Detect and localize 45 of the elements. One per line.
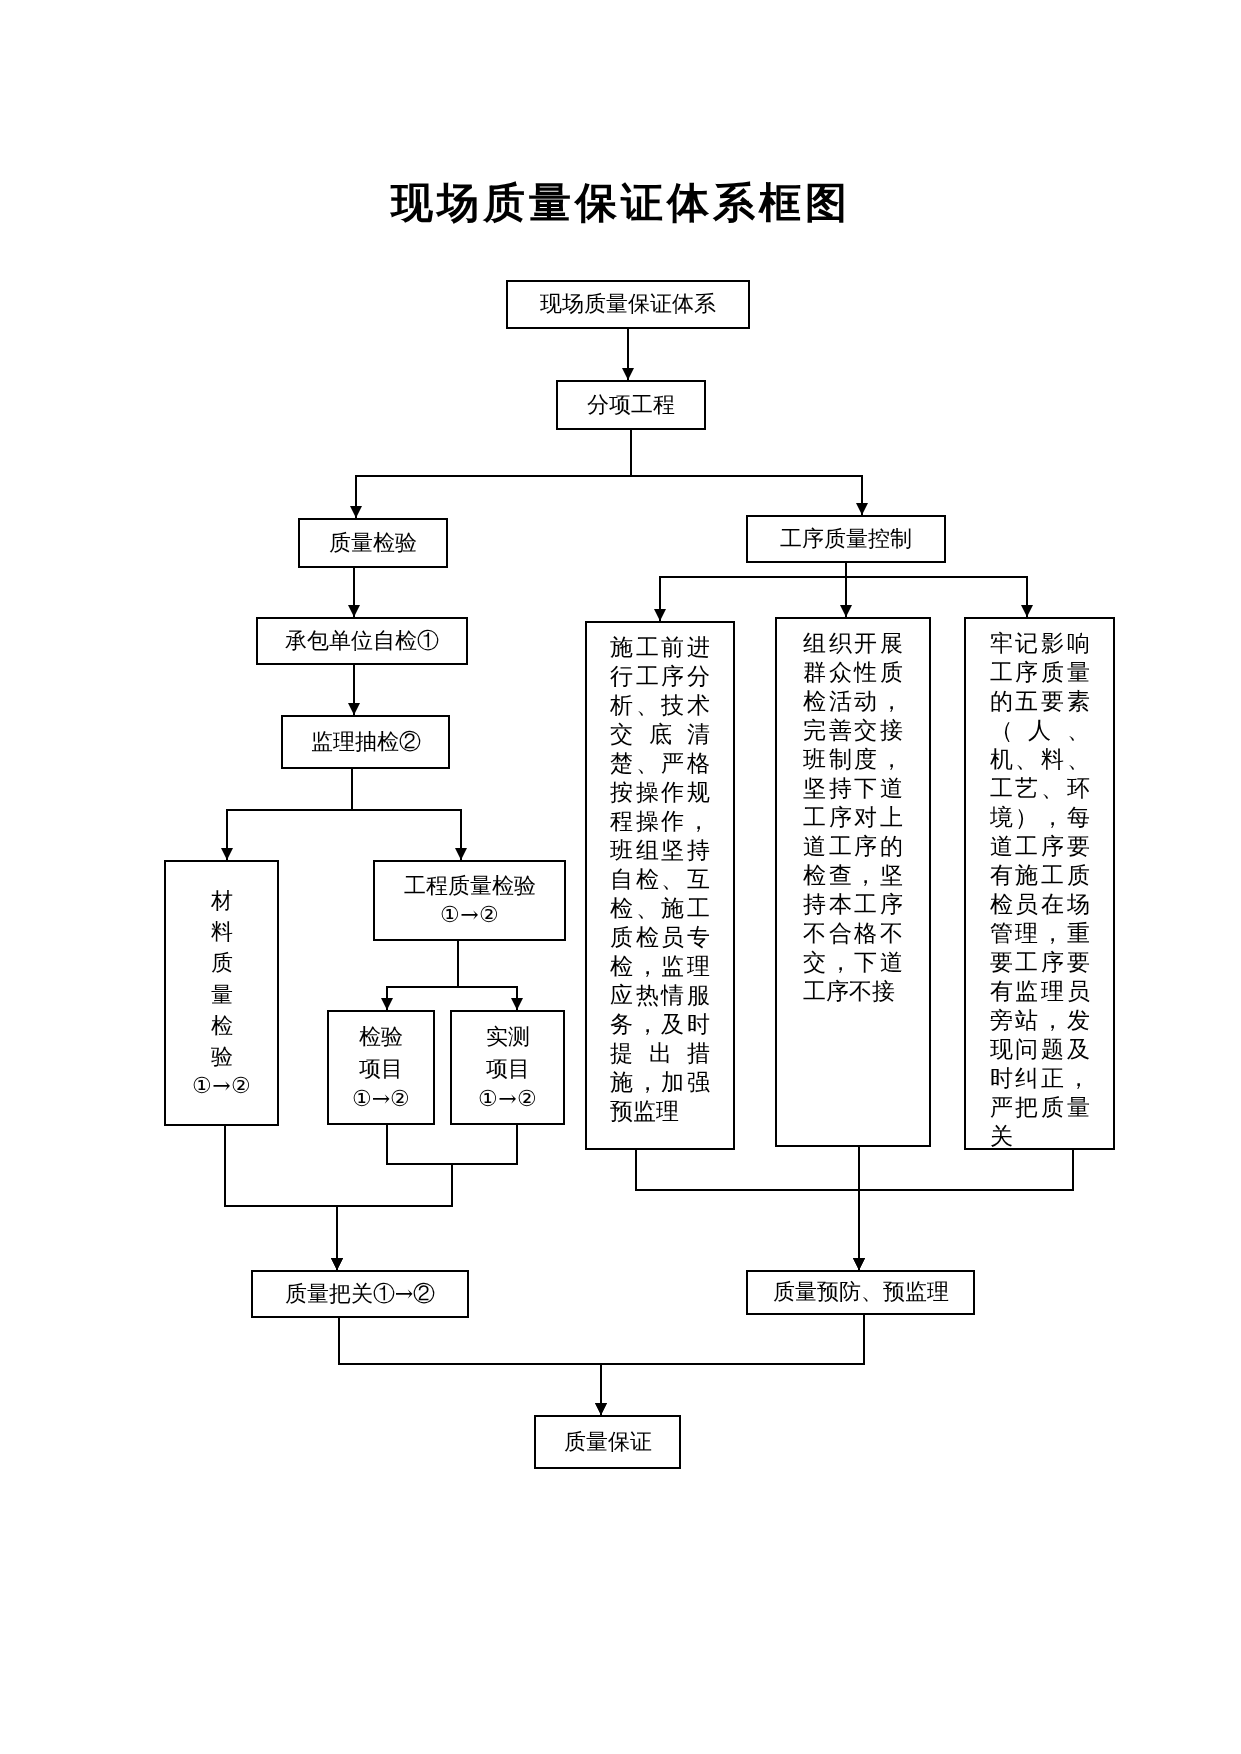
box-text: 质量检验 [329, 528, 417, 557]
box-text: ①→② [351, 1085, 411, 1114]
diagram-title: 现场质量保证体系框图 [390, 177, 851, 229]
arrow [853, 1149, 1074, 1271]
process-box [281, 715, 450, 769]
process-box [251, 1270, 469, 1318]
process-box [585, 621, 735, 1150]
box-text: 实测项目 [485, 1023, 530, 1084]
process-box [556, 380, 706, 430]
box-text: 工程质量检验 [403, 871, 536, 900]
box-text: 检验项目 [359, 1023, 403, 1084]
box-text: 施工前进行工序分析、技术交底清楚、严格按操作规程操作，班组坚持自检、互检、施工质检员专检，监理应热情服务，及时提出措施，加强预监理 [610, 633, 710, 1126]
process-box [298, 518, 448, 568]
box-text: 现场质量保证体系 [540, 290, 716, 319]
box-text: 质量预防、预监理 [772, 1278, 949, 1307]
box-text: 材料质量检验 [210, 887, 233, 1072]
box-text: 承包单位自检① [285, 626, 439, 655]
arrow [457, 940, 523, 1011]
process-box [506, 280, 750, 329]
process-box [746, 515, 946, 563]
box-text: 监理抽检② [310, 727, 421, 756]
box-text: ①→② [192, 1072, 251, 1101]
process-box [775, 617, 931, 1147]
box-text: 牢记影响工序质量的五要素（人、机、料、工艺、环境），每道工序要有施工质检员在场管理，重要工序要有监理员旁站，发现问题及时纠正，严把质量关 [989, 629, 1090, 1151]
arrow [348, 664, 360, 716]
box-text: ①→② [478, 1085, 537, 1114]
arrow [348, 567, 360, 618]
process-box [256, 617, 468, 665]
process-box [327, 1010, 435, 1125]
box-text: 组织开展群众性质检活动，完善交接班制度，坚持下道工序对上道工序的检查，坚持本工序不合格不交，下道工序不接 [803, 629, 903, 1006]
process-box [373, 860, 566, 941]
box-text: 工序质量控制 [780, 524, 912, 553]
box-text: 分项工程 [587, 390, 675, 419]
process-box [164, 860, 279, 1126]
process-box [534, 1415, 681, 1469]
box-text: 质量保证 [563, 1427, 652, 1456]
arrow [630, 429, 868, 516]
process-box [746, 1270, 975, 1315]
arrow [622, 328, 634, 381]
arrow [331, 1124, 518, 1271]
box-text: 质量把关①→② [284, 1279, 436, 1308]
process-box [450, 1010, 565, 1125]
process-box [964, 617, 1115, 1150]
arrow [595, 1314, 865, 1416]
box-text: ①→② [440, 900, 499, 929]
